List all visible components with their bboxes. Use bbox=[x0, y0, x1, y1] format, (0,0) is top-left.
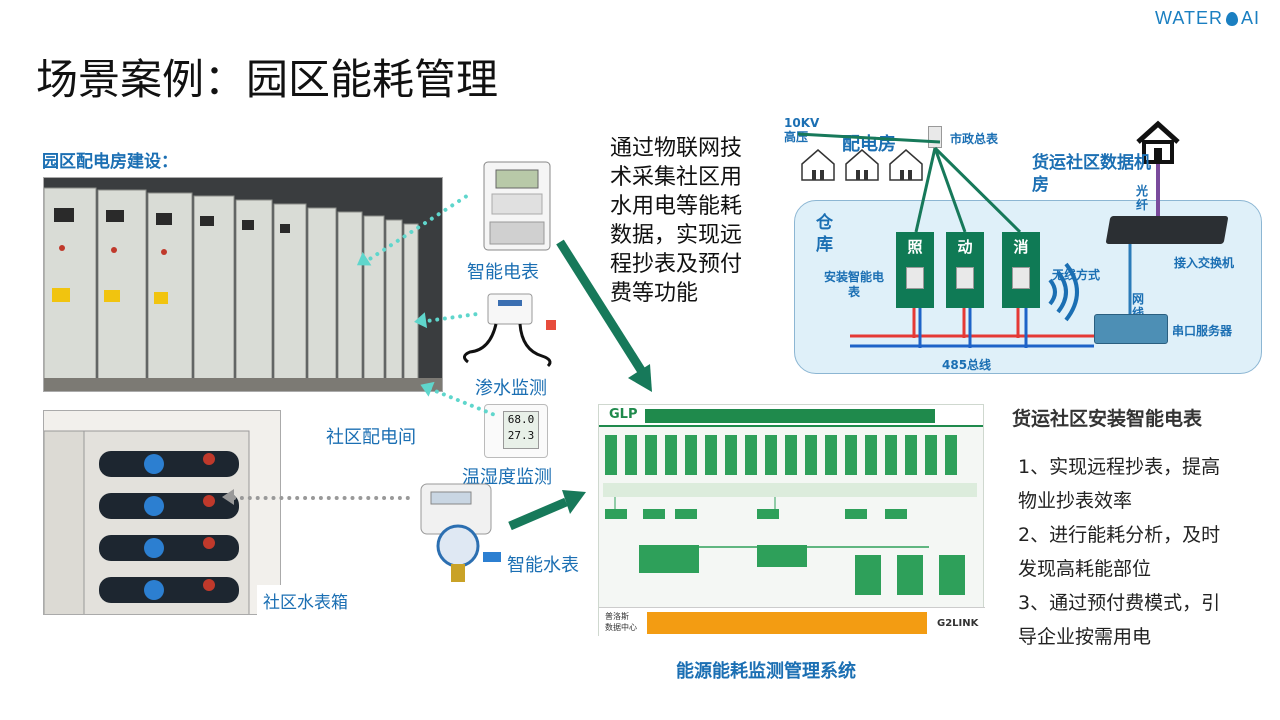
water-drop-icon bbox=[1226, 11, 1238, 26]
unit-power-label: 动 bbox=[957, 238, 973, 256]
substation-houses-icon bbox=[801, 149, 923, 181]
system-caption: 能源能耗监测管理系统 bbox=[676, 661, 856, 682]
brand-logo: WATER AI bbox=[1155, 8, 1260, 29]
fiber-line bbox=[1156, 164, 1160, 218]
unit-lighting: 照 bbox=[896, 232, 934, 308]
unit-fire: 消 bbox=[1002, 232, 1040, 308]
system-topology-graphic bbox=[603, 435, 977, 595]
system-nav-bar bbox=[645, 409, 935, 423]
substation-build-label: 园区配电房建设： bbox=[42, 152, 178, 172]
meter-icon bbox=[906, 267, 924, 289]
right-panel-title: 货运社区安装智能电表 bbox=[1012, 408, 1203, 430]
flow-arrows bbox=[508, 239, 652, 531]
leak-monitor-device bbox=[460, 290, 560, 370]
diagram-lines bbox=[797, 132, 1132, 348]
unit-power: 动 bbox=[946, 232, 984, 308]
datacenter-label: 货运社区数据机房 bbox=[1032, 153, 1151, 195]
system-footer-left: 普洛斯 数据中心 bbox=[605, 612, 637, 632]
smart-water-meter-device bbox=[413, 478, 503, 588]
home-icon bbox=[1136, 120, 1180, 164]
list-item: 1、实现远程抄表，提高物业抄表效率 bbox=[1018, 456, 1221, 512]
thermo-hygrometer-device: 68.0 27.3 bbox=[484, 404, 548, 458]
warehouse-label: 仓库 bbox=[816, 213, 833, 255]
list-item: 2、进行能耗分析，及时发现高耗能部位 bbox=[1018, 524, 1221, 580]
install-meter-label: 安装智能电表 bbox=[824, 270, 885, 299]
electric-meter-icon bbox=[483, 161, 551, 251]
arrowhead-icon bbox=[412, 312, 428, 330]
serial-server-label: 串口服务器 bbox=[1172, 324, 1233, 338]
arrowhead-icon bbox=[222, 489, 234, 505]
smart-meter-label: 智能电表 bbox=[467, 262, 539, 283]
list-item: 3、通过预付费模式，引导企业按需用电 bbox=[1018, 592, 1221, 648]
logo-text-left: WATER bbox=[1155, 8, 1223, 28]
system-header: GLP bbox=[599, 405, 983, 427]
water-meter-cabinet-photo bbox=[43, 410, 281, 615]
water-meter-icon bbox=[420, 483, 501, 582]
switch-label: 接入交换机 bbox=[1174, 256, 1235, 270]
logo-text-right: AI bbox=[1241, 8, 1261, 28]
switchgear-photo bbox=[43, 177, 443, 392]
fiber-label: 光纤 bbox=[1136, 184, 1149, 212]
smart-water-label: 智能水表 bbox=[507, 555, 579, 576]
meter-icon bbox=[1012, 267, 1030, 289]
connector-water-line bbox=[232, 496, 410, 500]
thermo-readout: 68.0 27.3 bbox=[503, 411, 539, 449]
city-meter-label: 市政总表 bbox=[950, 132, 999, 146]
unit-fire-label: 消 bbox=[1013, 238, 1029, 256]
system-footer: 普洛斯 数据中心 G2LINK bbox=[599, 607, 985, 637]
page-title: 场景案例：园区能耗管理 bbox=[36, 55, 499, 104]
wireless-label: 无线方式 bbox=[1052, 268, 1101, 282]
leak-monitor-label: 渗水监测 bbox=[475, 378, 547, 399]
network-diagram: 10KV高压 配电房 市政总表 货运社区数据机房 光纤 接入交换机 网线 串口服… bbox=[784, 112, 1280, 378]
switchgear-illustration bbox=[44, 178, 442, 391]
right-panel-list: 1、实现远程抄表，提高物业抄表效率 2、进行能耗分析，及时发现高耗能部位 3、通… bbox=[1018, 450, 1234, 654]
system-brand-right: G2LINK bbox=[937, 618, 979, 629]
water-cabinet-illustration bbox=[44, 411, 280, 614]
smart-meter-device bbox=[482, 160, 552, 252]
description-text: 通过物联网技术采集社区用水用电等能耗数据，实现远程抄表及预付费等功能 bbox=[610, 136, 743, 306]
serial-server-icon bbox=[1094, 314, 1168, 344]
system-brand-left: GLP bbox=[609, 407, 638, 422]
system-alert-table bbox=[647, 612, 927, 634]
energy-system-screenshot: GLP 普洛斯 数据中心 G2LINK bbox=[598, 404, 985, 637]
bus485-label: 485总线 bbox=[942, 358, 992, 372]
water-box-label: 社区水表箱 bbox=[257, 585, 354, 616]
unit-lighting-label: 照 bbox=[907, 238, 923, 256]
meter-icon bbox=[956, 267, 974, 289]
community-room-label: 社区配电间 bbox=[326, 427, 416, 448]
leak-sensor-icon bbox=[463, 293, 556, 368]
temp-humidity-label: 温湿度监测 bbox=[462, 467, 552, 488]
